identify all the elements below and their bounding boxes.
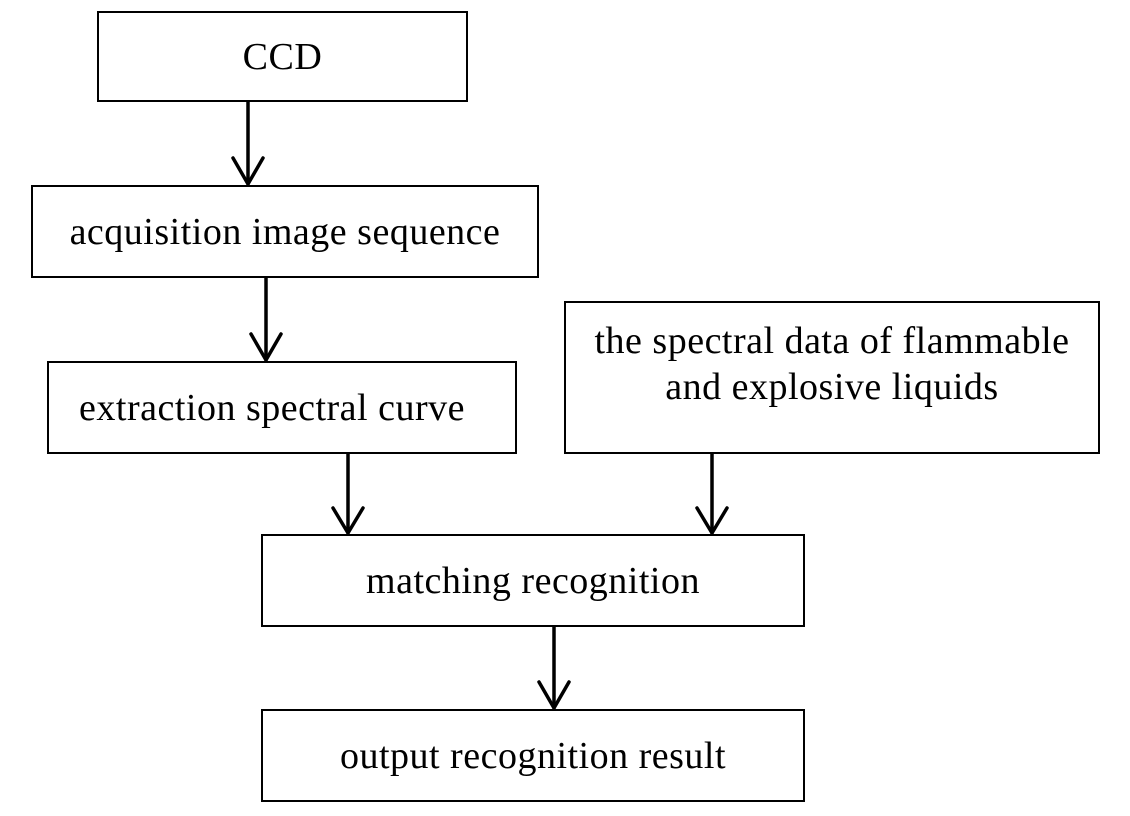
arrow-acquisition-to-extraction (249, 276, 283, 362)
node-acquisition-label: acquisition image sequence (69, 210, 501, 253)
arrow-ccd-to-acquisition (231, 100, 265, 186)
node-output-recognition-result: output recognition result (261, 709, 805, 802)
node-output-label: output recognition result (339, 734, 727, 777)
node-ccd: CCD (97, 11, 468, 102)
node-matching-recognition: matching recognition (261, 534, 805, 627)
node-spectral-data-label: the spectral data of flammable and explo… (594, 319, 1070, 408)
node-extraction-spectral-curve: extraction spectral curve (47, 361, 517, 454)
arrow-extraction-to-matching (331, 452, 365, 535)
node-matching-label: matching recognition (366, 559, 700, 602)
node-extraction-label: extraction spectral curve (79, 386, 465, 429)
node-acquisition-image-sequence: acquisition image sequence (31, 185, 539, 278)
arrow-matching-to-output (537, 625, 571, 710)
node-spectral-data: the spectral data of flammable and explo… (564, 301, 1100, 454)
node-ccd-label: CCD (242, 35, 323, 78)
arrow-spectral-data-to-matching (695, 452, 729, 535)
